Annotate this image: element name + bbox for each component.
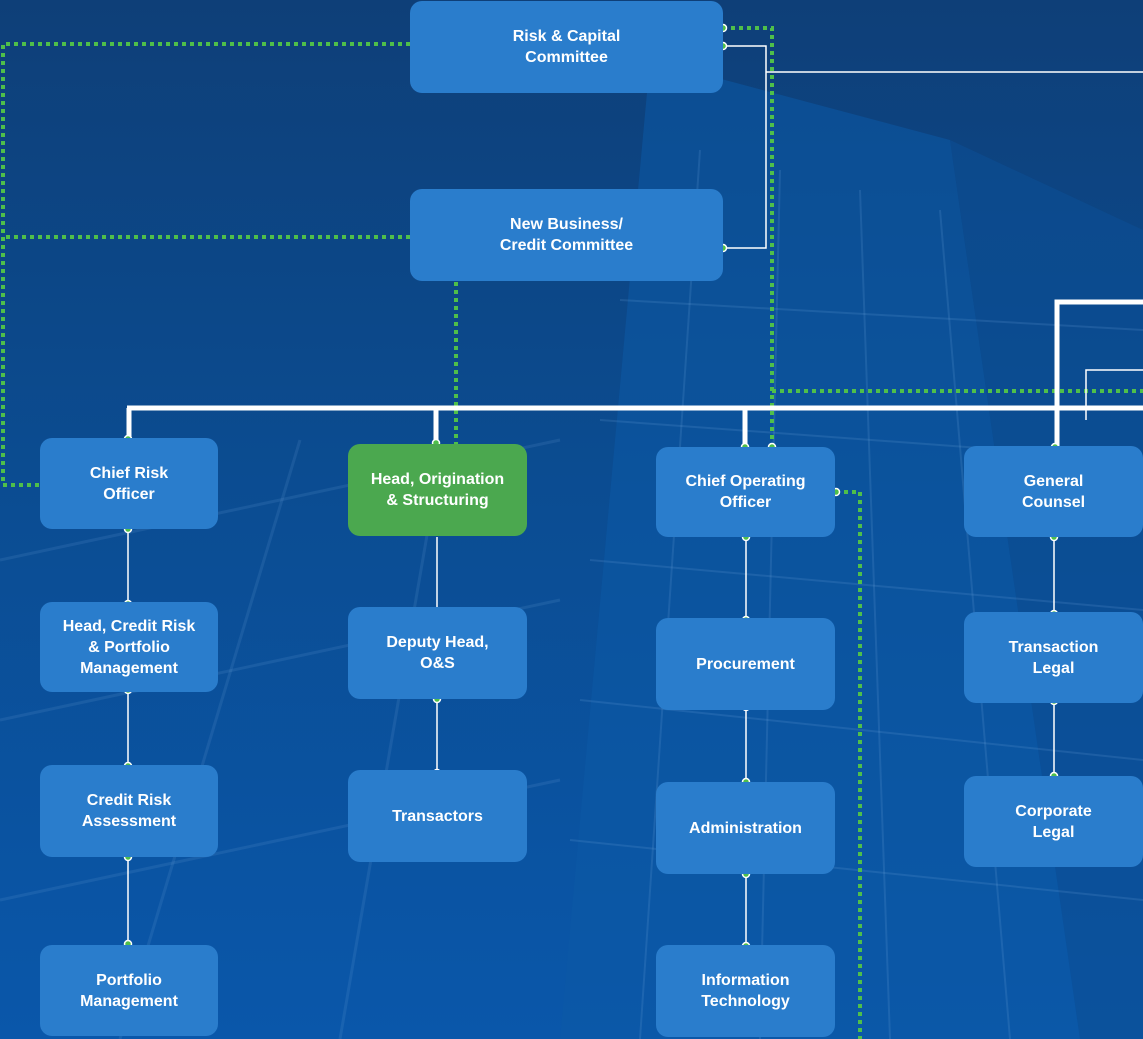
legal-branch-thin bbox=[1085, 369, 1143, 420]
general-counsel-box[interactable]: General Counsel bbox=[964, 446, 1143, 537]
head-credit-risk-portfolio-box[interactable]: Head, Credit Risk & Portfolio Management bbox=[40, 602, 218, 692]
risk-capital-committee-box[interactable]: Risk & Capital Committee bbox=[410, 1, 723, 93]
legal-branch bbox=[1054, 299, 1143, 447]
transactors-box[interactable]: Transactors bbox=[348, 770, 527, 862]
credit-risk-assessment-box[interactable]: Credit Risk Assessment bbox=[40, 765, 218, 857]
administration-box[interactable]: Administration bbox=[656, 782, 835, 874]
dotted-link-coo-down bbox=[836, 490, 862, 1039]
information-technology-box[interactable]: Information Technology bbox=[656, 945, 835, 1037]
procurement-box[interactable]: Procurement bbox=[656, 618, 835, 710]
deputy-head-os-box[interactable]: Deputy Head, O&S bbox=[348, 607, 527, 699]
transaction-legal-box[interactable]: Transaction Legal bbox=[964, 612, 1143, 703]
dotted-link-risk-committee-to-cro bbox=[1, 42, 410, 487]
corporate-legal-box[interactable]: Corporate Legal bbox=[964, 776, 1143, 867]
head-origination-structuring-box[interactable]: Head, Origination & Structuring bbox=[348, 444, 527, 536]
chief-operating-officer-box[interactable]: Chief Operating Officer bbox=[656, 447, 835, 537]
dotted-link-risk-committee-to-coo bbox=[723, 26, 774, 447]
link-risk-to-credit-committee bbox=[723, 45, 767, 249]
portfolio-management-box[interactable]: Portfolio Management bbox=[40, 945, 218, 1036]
new-business-credit-committee-box[interactable]: New Business/ Credit Committee bbox=[410, 189, 723, 281]
chief-risk-officer-box[interactable]: Chief Risk Officer bbox=[40, 438, 218, 529]
